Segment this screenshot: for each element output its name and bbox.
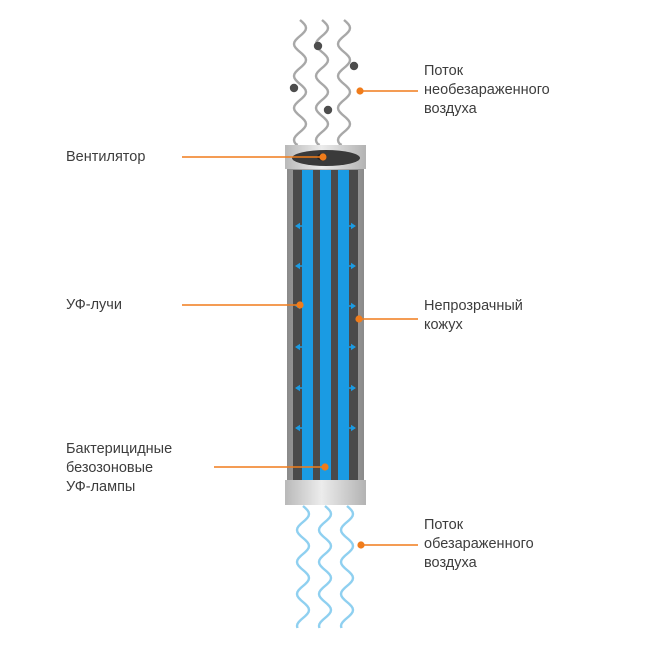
uv-lamp (302, 170, 313, 480)
disinfected-air-flow (295, 505, 355, 629)
label-lamps: Бактерицидные безозоновые УФ-лампы (66, 441, 173, 495)
uv-ray-arrowhead-right (351, 384, 356, 392)
leader-lamps-dot (321, 463, 329, 471)
uv-ray-arrowhead-left (295, 424, 300, 432)
uv-ray-arrowhead-right (351, 343, 356, 351)
label-uv-rays: УФ-лучи (66, 297, 122, 313)
uv-lamp (320, 170, 331, 480)
uv-ray-arrowhead-right (351, 302, 356, 310)
inflow-wave (292, 19, 308, 147)
uv-ray-arrowhead-left (295, 343, 300, 351)
label-casing: Непрозрачный кожух (424, 298, 523, 333)
particle (323, 105, 333, 115)
uv-ray-arrowhead-left (295, 262, 300, 270)
inflow-wave (336, 19, 352, 147)
uv-lamp (338, 170, 349, 480)
particle (349, 61, 359, 71)
label-outflow: Поток обезараженного воздуха (424, 517, 534, 571)
uv-ray-arrowhead-left (295, 222, 300, 230)
leader-inflow-dot (356, 87, 364, 95)
uv-ray-arrowhead-right (351, 222, 356, 230)
bottom-cap (285, 480, 366, 505)
contaminated-air-flow (292, 19, 352, 147)
lamp-gap (331, 170, 338, 480)
lamp-gap (313, 170, 320, 480)
particle (313, 41, 323, 51)
outflow-wave (317, 505, 333, 629)
uv-ray-arrowhead-left (295, 384, 300, 392)
outflow-wave (339, 505, 355, 629)
leader-fan-dot (319, 153, 327, 161)
label-fan: Вентилятор (66, 149, 146, 165)
airborne-particles (289, 41, 359, 115)
uv-lamps (302, 170, 349, 480)
uv-ray-arrowhead-right (351, 424, 356, 432)
label-inflow: Поток необезараженного воздуха (424, 63, 550, 117)
inflow-wave (314, 19, 330, 147)
particle (289, 83, 299, 93)
callout-leaders (182, 87, 418, 549)
outflow-wave (295, 505, 311, 629)
leader-casing-dot (355, 315, 363, 323)
leader-outflow-dot (357, 541, 365, 549)
leader-uv-rays-dot (296, 301, 304, 309)
uv-ray-arrowhead-right (351, 262, 356, 270)
